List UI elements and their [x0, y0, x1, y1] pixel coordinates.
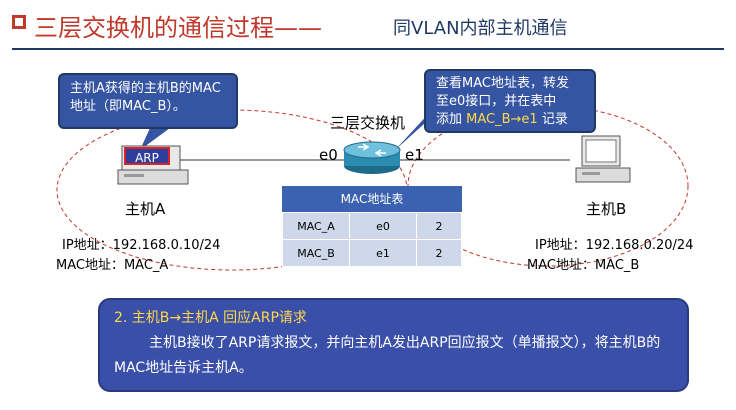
page-title: 三层交换机的通信过程——	[34, 14, 322, 42]
page-subtitle: 同VLAN内部主机通信	[393, 18, 568, 39]
switch-port-e1: e1	[405, 146, 424, 164]
title-square-icon	[12, 15, 26, 29]
mac-table: MAC地址表 MAC_A e0 2 MAC_B e1 2	[282, 186, 462, 267]
host-b-ip: IP地址：192.168.0.20/24	[535, 238, 694, 253]
switch-label: 三层交换机	[330, 114, 406, 132]
callout-right-pointer	[395, 110, 432, 150]
explanation-text: 主机B接收了ARP请求报文，并向主机A发出ARP回应报文（单播报文），将主机B的…	[114, 335, 661, 376]
callout-host-a: 主机A获得的主机B的MAC地址（即MAC_B）。	[58, 73, 238, 129]
table-cell: 2	[416, 212, 462, 240]
explanation-title: 2. 主机B→主机A 回应ARP请求	[114, 310, 307, 326]
table-cell: 2	[416, 239, 462, 267]
table-cell: e0	[349, 212, 417, 240]
table-cell: MAC_B	[282, 239, 350, 267]
table-cell: MAC_A	[282, 212, 350, 240]
callout-switch-line3-prefix: 添加	[436, 112, 467, 127]
computer-icon-host-b	[575, 135, 631, 183]
mac-table-grid: MAC_A e0 2 MAC_B e1 2	[282, 212, 462, 267]
callout-switch: 查看MAC地址表，转发 至e0接口，并在表中 添加 MAC_B→e1 记录	[424, 69, 596, 133]
callout-switch-line3-suffix: 记录	[537, 112, 568, 127]
callout-switch-line3-highlight: MAC_B→e1	[466, 112, 538, 127]
host-a-ip: IP地址：192.168.0.10/24	[62, 238, 221, 253]
table-row: MAC_B e1 2	[282, 239, 462, 267]
host-b-name: 主机B	[586, 200, 627, 218]
switch-port-e0: e0	[319, 146, 338, 164]
explanation-box: 2. 主机B→主机A 回应ARP请求 主机B接收了ARP请求报文，并向主机A发出…	[98, 298, 689, 392]
host-a-mac: MAC地址：MAC_A	[56, 258, 169, 273]
host-a-name: 主机A	[125, 200, 166, 218]
host-b-mac: MAC地址：MAC_B	[527, 258, 640, 273]
callout-switch-line1: 查看MAC地址表，转发	[436, 76, 569, 91]
mac-table-title: MAC地址表	[282, 186, 462, 212]
callout-switch-line2: 至e0接口，并在表中	[436, 94, 557, 109]
arp-badge: ARP	[124, 147, 170, 165]
title-divider	[12, 48, 724, 50]
switch-icon	[343, 141, 401, 174]
table-cell: e1	[349, 239, 417, 267]
callout-left-pointer	[140, 128, 170, 150]
callout-switch-line3: 添加 MAC_B→e1 记录	[436, 111, 584, 129]
table-row: MAC_A e0 2	[282, 212, 462, 240]
